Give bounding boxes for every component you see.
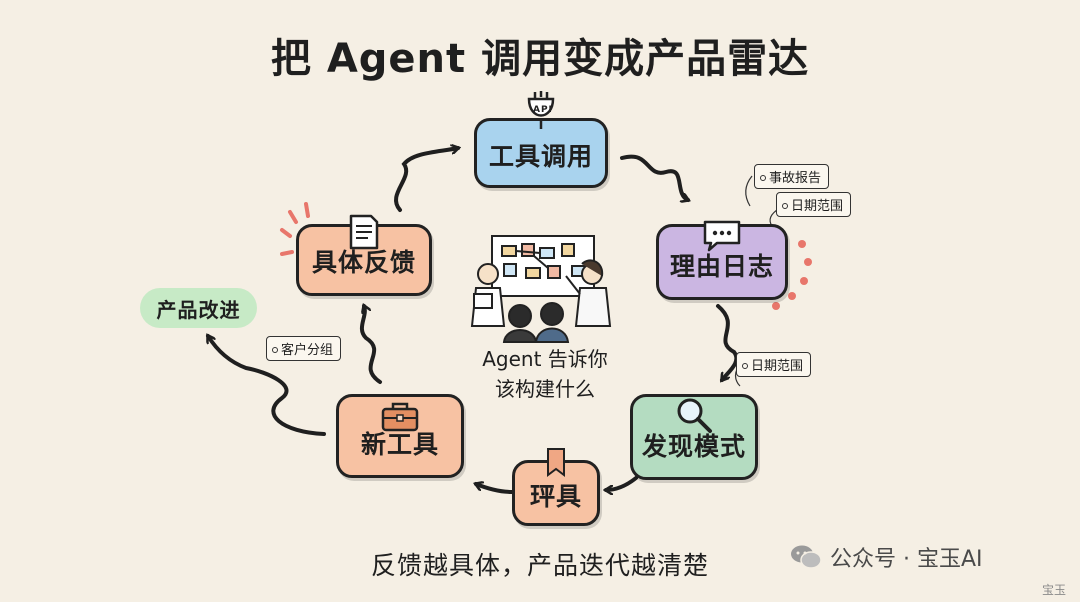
tag-incident-report: 事故报告	[754, 164, 830, 189]
center-caption: Agent 告诉你 该构建什么	[455, 344, 635, 404]
arrow-feedback-to-tool	[394, 148, 458, 212]
speech-bubble-icon	[701, 219, 743, 259]
node-reason-log: 理由日志	[656, 220, 788, 300]
node-reason-log-label: 理由日志	[669, 252, 774, 281]
arrow-discover-to-spike	[606, 476, 638, 490]
magnifier-icon	[674, 395, 714, 441]
arrow-reason-to-discover	[716, 304, 739, 380]
node-tool-call-label: 工具调用	[488, 142, 593, 171]
spark-marks-reason	[772, 240, 812, 310]
watermark-text: 公众号 · 宝玉AI	[830, 547, 983, 572]
node-new-tool-label: 新工具	[360, 430, 439, 459]
watermark: 公众号 · 宝玉AI	[790, 540, 983, 574]
arrow-spike-to-newtool	[476, 484, 514, 494]
center-caption-line-1: Agent 告诉你	[482, 347, 608, 371]
spark-marks-feedback	[280, 202, 310, 256]
node-discover-patterns-label: 发现模式	[641, 432, 746, 461]
node-specific-feedback-label: 具体反馈	[311, 248, 416, 277]
svg-text:API: API	[533, 105, 553, 115]
node-tool-call: API 工具调用	[474, 91, 608, 188]
node-spike-label: 玶具	[529, 482, 582, 511]
tag-date-range-2: 日期范围	[736, 352, 812, 377]
node-specific-feedback: 具体反馈	[296, 214, 432, 296]
team-illustration	[470, 235, 612, 343]
node-spike: 玶具	[512, 448, 600, 526]
plug-icon: API	[519, 91, 563, 139]
tape-icon	[545, 447, 567, 483]
arrow-newtool-to-improve	[206, 336, 326, 436]
arrow-tool-to-reason	[620, 154, 688, 200]
center-caption-line-2: 该构建什么	[495, 377, 595, 401]
toolbox-icon	[380, 401, 420, 439]
tag-customer-group: 客户分组	[266, 336, 342, 361]
bottom-caption: 反馈越具体，产品迭代越清楚	[370, 551, 709, 580]
wechat-icon	[791, 545, 822, 569]
page-title: 把 Agent 调用变成产品雷达	[270, 36, 810, 82]
node-new-tool: 新工具	[336, 394, 464, 478]
tag-date-range-1: 日期范围	[776, 192, 852, 217]
arrow-newtool-to-feedback	[360, 306, 382, 384]
product-improvement-pill: 产品改进	[140, 288, 257, 328]
node-discover-patterns: 发现模式	[630, 394, 758, 480]
document-icon	[347, 213, 381, 257]
watermark-small: 宝玉	[1041, 583, 1066, 597]
